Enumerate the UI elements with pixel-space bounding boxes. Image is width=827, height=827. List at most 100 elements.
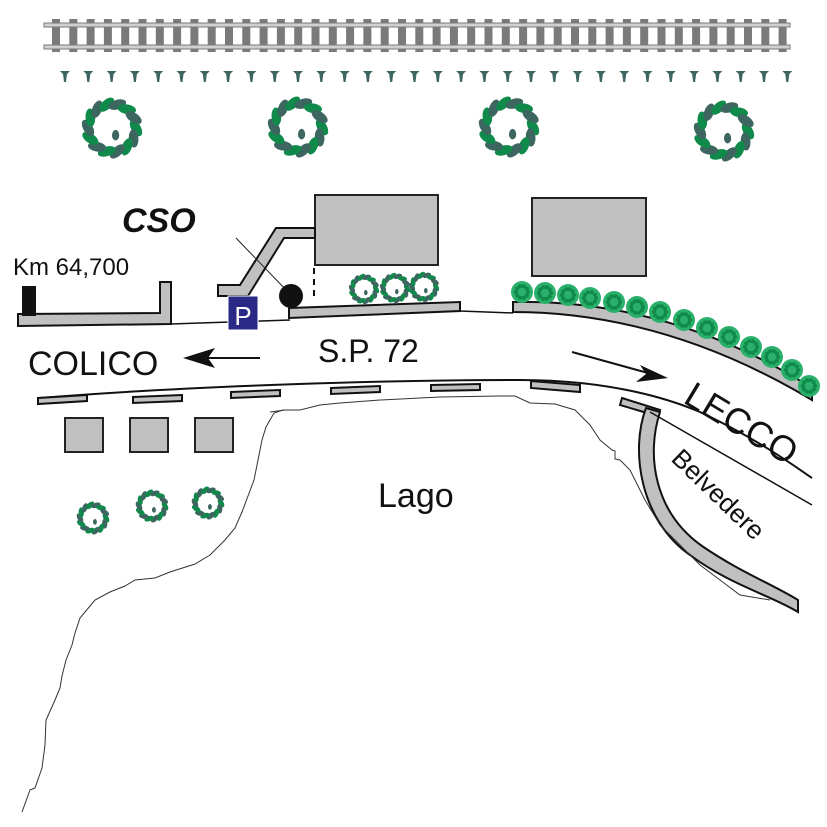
building-cso[interactable] — [314, 194, 439, 266]
hedge-tree-icon — [83, 71, 94, 82]
hedge-tree-icon — [409, 71, 420, 82]
hedge-tree-icon — [176, 71, 187, 82]
hedge-tree-icon — [199, 71, 210, 82]
colico-label: COLICO — [28, 345, 158, 383]
tree-icon — [478, 96, 540, 158]
shore-link — [269, 409, 286, 413]
rail-sleeper — [242, 19, 251, 52]
rail-sleeper — [571, 19, 579, 52]
rail-sleeper — [674, 19, 683, 52]
rail-line — [43, 44, 791, 50]
rail-sleeper — [467, 19, 476, 52]
cso-label: CSO — [122, 202, 196, 240]
rail-sleeper — [103, 19, 112, 52]
hedge-tree-icon — [432, 71, 443, 82]
curb-north-center — [288, 300, 461, 320]
hedge-tree-icon — [269, 71, 280, 82]
tree-icon — [76, 501, 110, 535]
hedge-tree-icon — [502, 71, 513, 82]
rail-sleeper — [744, 19, 752, 52]
rail-sleeper — [69, 19, 78, 52]
lake-shoreline — [21, 395, 771, 813]
bush-icon — [649, 301, 671, 323]
bush-icon — [718, 326, 740, 348]
building-small-1[interactable] — [64, 417, 104, 453]
bush-row-east — [511, 281, 820, 397]
rail-sleeper — [519, 19, 528, 52]
rail-sleeper — [501, 19, 510, 52]
bush-icon — [673, 309, 695, 331]
hedge-tree-icon — [572, 71, 583, 82]
bush-icon — [534, 282, 556, 304]
rail-sleeper — [86, 19, 95, 52]
rail-sleeper — [328, 19, 337, 52]
rail-sleeper — [588, 19, 597, 52]
hedge-tree-icon — [223, 71, 234, 82]
rail-sleeper — [778, 19, 787, 52]
railway-track-icon — [43, 19, 791, 52]
rail-sleeper — [761, 19, 770, 52]
arrow-icon-colico — [183, 348, 260, 368]
hedge-tree-icon — [386, 71, 397, 82]
rail-sleeper — [190, 19, 199, 52]
hedge-tree-icon — [735, 71, 746, 82]
hedge-tree-icon — [246, 71, 257, 82]
parking-sign-icon[interactable]: P — [227, 295, 259, 331]
bush-icon — [579, 287, 601, 309]
hedge-tree-icon — [782, 71, 793, 82]
road-name-label: S.P. 72 — [318, 333, 419, 369]
bush-icon — [348, 273, 380, 305]
bush-icon — [603, 291, 625, 313]
hedge-tree-icon — [642, 71, 653, 82]
building-small-2[interactable] — [129, 417, 169, 453]
rail-sleeper — [726, 19, 735, 52]
rail-sleeper — [207, 19, 216, 52]
rail-sleeper — [622, 19, 631, 52]
hedge-tree-icon — [153, 71, 164, 82]
rail-sleeper — [553, 19, 562, 52]
bush-icon — [781, 359, 803, 381]
tree-icon — [191, 486, 225, 520]
rail-sleeper — [346, 19, 355, 52]
location-dot-icon[interactable] — [279, 284, 303, 308]
rail-sleeper — [605, 19, 614, 52]
hedge-tree-icon — [316, 71, 327, 82]
hedge-row — [60, 71, 793, 82]
rail-sleeper — [259, 19, 268, 52]
tree-icon — [135, 489, 169, 523]
arrow-icon-lecco — [571, 351, 668, 382]
rail-sleeper — [311, 19, 320, 52]
hedge-tree-icon — [106, 71, 117, 82]
km-marker-label: Km 64,700 — [13, 254, 129, 281]
hedge-tree-icon — [129, 71, 140, 82]
curb-belvedere — [637, 406, 799, 614]
hedge-tree-icon — [595, 71, 606, 82]
rail-sleeper — [709, 19, 718, 52]
bush-icon — [740, 336, 762, 358]
tree-icon — [81, 97, 143, 159]
building-small-3[interactable] — [194, 417, 234, 453]
rail-sleeper — [536, 19, 545, 52]
rail-sleeper — [657, 19, 666, 52]
bush-icon — [761, 346, 783, 368]
rail-sleeper — [398, 19, 406, 52]
hedge-tree-icon — [712, 71, 723, 82]
rail-sleeper — [276, 19, 285, 52]
access-path — [217, 227, 316, 297]
rail-sleeper — [173, 19, 182, 52]
tree-icon — [267, 96, 329, 158]
tree-row-south — [76, 486, 225, 535]
bush-icon — [798, 375, 820, 397]
rail-sleeper — [415, 19, 424, 52]
hedge-tree-icon — [479, 71, 490, 82]
road-edge-south — [39, 378, 813, 479]
rail-sleeper — [449, 19, 458, 52]
parking-label: P — [234, 301, 251, 331]
hedge-tree-icon — [665, 71, 676, 82]
rail-sleeper — [640, 19, 649, 52]
building-east[interactable] — [531, 197, 647, 277]
bush-icon — [626, 296, 648, 318]
hedge-tree-icon — [60, 71, 70, 82]
bush-row-center — [348, 271, 440, 305]
